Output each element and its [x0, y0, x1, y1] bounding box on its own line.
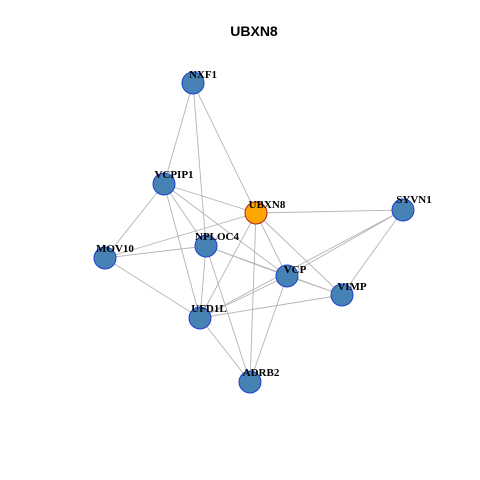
- edge-vimp-ufd1l: [199, 294, 343, 319]
- node-label-vimp: VIMP: [337, 281, 367, 293]
- edge-vcpip1-vcp: [163, 183, 288, 277]
- edge-ufd1l-adrb2: [199, 317, 251, 383]
- node-label-adrb2: ADRB2: [243, 367, 280, 379]
- edge-ubxn8-adrb2: [249, 212, 257, 383]
- node-vcpip1[interactable]: [152, 172, 176, 196]
- node-syvn1[interactable]: [391, 198, 415, 222]
- node-vimp[interactable]: [330, 283, 354, 307]
- edge-syvn1-vimp: [341, 209, 404, 296]
- edge-ubxn8-vimp: [255, 212, 343, 296]
- edge-syvn1-vcp: [286, 209, 404, 277]
- node-label-ubxn8: UBXN8: [249, 199, 286, 211]
- node-label-ufd1l: UFD1L: [191, 303, 226, 315]
- edge-nxf1-vcpip1: [163, 82, 194, 185]
- node-label-mov10: MOV10: [96, 243, 134, 255]
- node-label-syvn1: SYVN1: [396, 194, 431, 206]
- node-label-nploc4: NPLOC4: [195, 231, 240, 243]
- edge-nxf1-nploc4: [192, 82, 207, 247]
- node-nxf1[interactable]: [181, 71, 205, 95]
- edge-mov10-nploc4: [104, 245, 207, 259]
- edge-vcpip1-nploc4: [163, 183, 207, 247]
- diagram-title: UBXN8: [230, 23, 278, 39]
- node-vcp[interactable]: [275, 264, 299, 288]
- node-layer: [93, 71, 415, 394]
- node-adrb2[interactable]: [238, 370, 262, 394]
- edge-vcpip1-mov10: [104, 183, 165, 259]
- edge-ubxn8-ufd1l: [199, 212, 257, 319]
- edge-ubxn8-mov10: [104, 212, 257, 259]
- node-mov10[interactable]: [93, 246, 117, 270]
- edge-vcp-ufd1l: [199, 275, 288, 319]
- edge-layer: [104, 82, 404, 383]
- edge-nxf1-ubxn8: [192, 82, 257, 214]
- node-label-vcpip1: VCPIP1: [154, 169, 193, 181]
- node-label-nxf1: NXF1: [189, 69, 217, 81]
- node-nploc4[interactable]: [194, 234, 218, 258]
- edge-vcpip1-ufd1l: [163, 183, 201, 319]
- edge-syvn1-ufd1l: [199, 209, 404, 319]
- edge-vcp-adrb2: [249, 275, 288, 383]
- edge-mov10-ufd1l: [104, 257, 201, 319]
- edge-ubxn8-vcp: [255, 212, 288, 277]
- edge-vcpip1-ubxn8: [163, 183, 257, 214]
- node-label-vcp: VCP: [284, 264, 307, 276]
- node-ubxn8[interactable]: [244, 201, 268, 225]
- edge-ubxn8-syvn1: [255, 209, 404, 214]
- node-ufd1l[interactable]: [188, 306, 212, 330]
- edge-nploc4-adrb2: [205, 245, 251, 383]
- edge-nploc4-ufd1l: [199, 245, 207, 319]
